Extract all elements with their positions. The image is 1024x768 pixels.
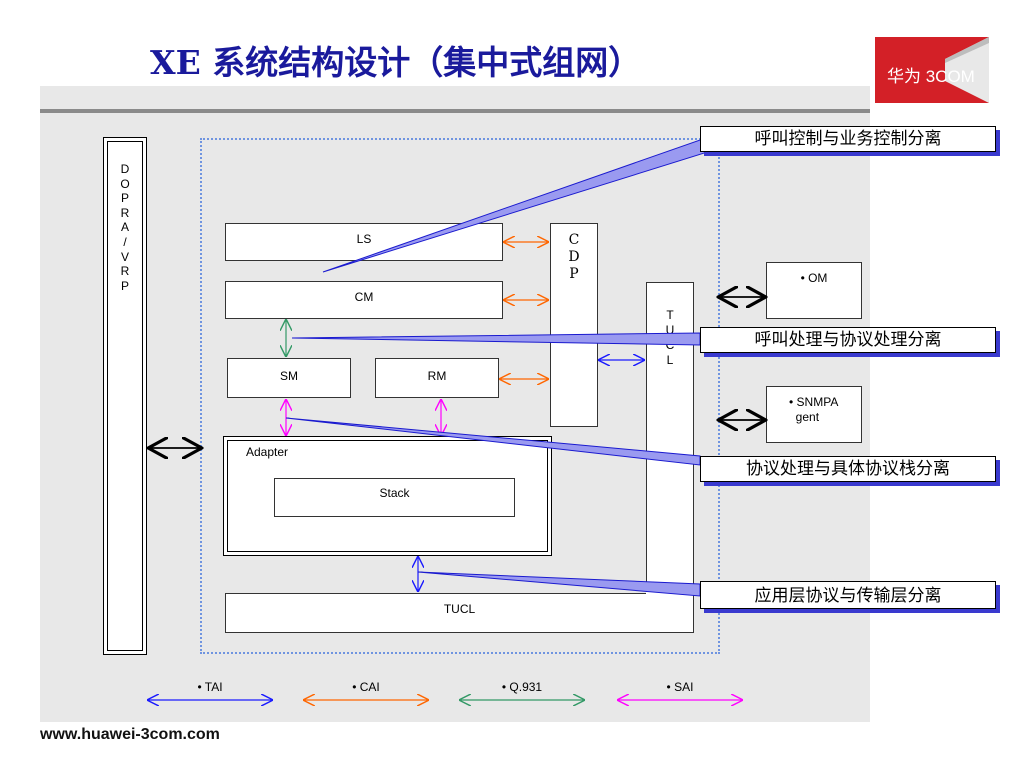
legend-cai-label: • CAI (352, 680, 380, 694)
sm-label: SM (280, 369, 298, 383)
rm-label: RM (427, 369, 447, 383)
callout-pointer-3 (285, 417, 701, 466)
dopra-vrp-label: D O P R A / V R P (120, 162, 130, 293)
tucl-vertical-label: T U C L (665, 308, 675, 367)
rm-module: RM (375, 358, 499, 398)
cm-label: CM (354, 290, 374, 304)
footer-url: www.huawei-3com.com (40, 726, 220, 743)
dopra-vrp-block: D O P R A / V R P (103, 137, 147, 655)
callout-protocol-stack: 协议处理与具体协议栈分离 (700, 456, 996, 482)
ls-label: LS (356, 232, 372, 246)
callout-pointer-1 (322, 139, 716, 273)
cdp-module: C D P (550, 223, 598, 427)
logo-text: 华为 3COM (887, 67, 975, 86)
header-divider (40, 109, 870, 113)
legend-sai-label: • SAI (666, 680, 694, 694)
cm-module: CM (225, 281, 503, 319)
sm-module: SM (227, 358, 351, 398)
tucl-horizontal-module: TUCL (225, 593, 694, 633)
callout-call-service-control: 呼叫控制与业务控制分离 (700, 126, 996, 152)
snmp-agent-module: • SNMPA gent (766, 386, 862, 443)
om-module: • OM (766, 262, 862, 319)
om-label: • OM (800, 271, 828, 285)
stack-module: Stack (274, 478, 515, 517)
callout-call-protocol-processing: 呼叫处理与协议处理分离 (700, 327, 996, 353)
legend-tai-label: • TAI (197, 680, 223, 694)
snmp-agent-label: • SNMPA gent (789, 395, 839, 424)
callout-pointer-2 (291, 332, 701, 346)
cdp-label: C D P (568, 232, 580, 282)
huawei-3com-logo (875, 37, 989, 103)
tucl-horizontal-label: TUCL (443, 602, 476, 616)
adapter-module: Adapter Stack (223, 436, 552, 556)
core-region-border (200, 138, 720, 654)
adapter-label: Adapter (246, 445, 289, 459)
callout-application-transport: 应用层协议与传输层分离 (700, 581, 996, 609)
legend-q931-label: • Q.931 (501, 680, 543, 694)
stack-label: Stack (379, 486, 410, 500)
page-title: XE 系统结构设计（集中式组网） (150, 43, 642, 82)
callout-pointer-4 (417, 571, 701, 597)
